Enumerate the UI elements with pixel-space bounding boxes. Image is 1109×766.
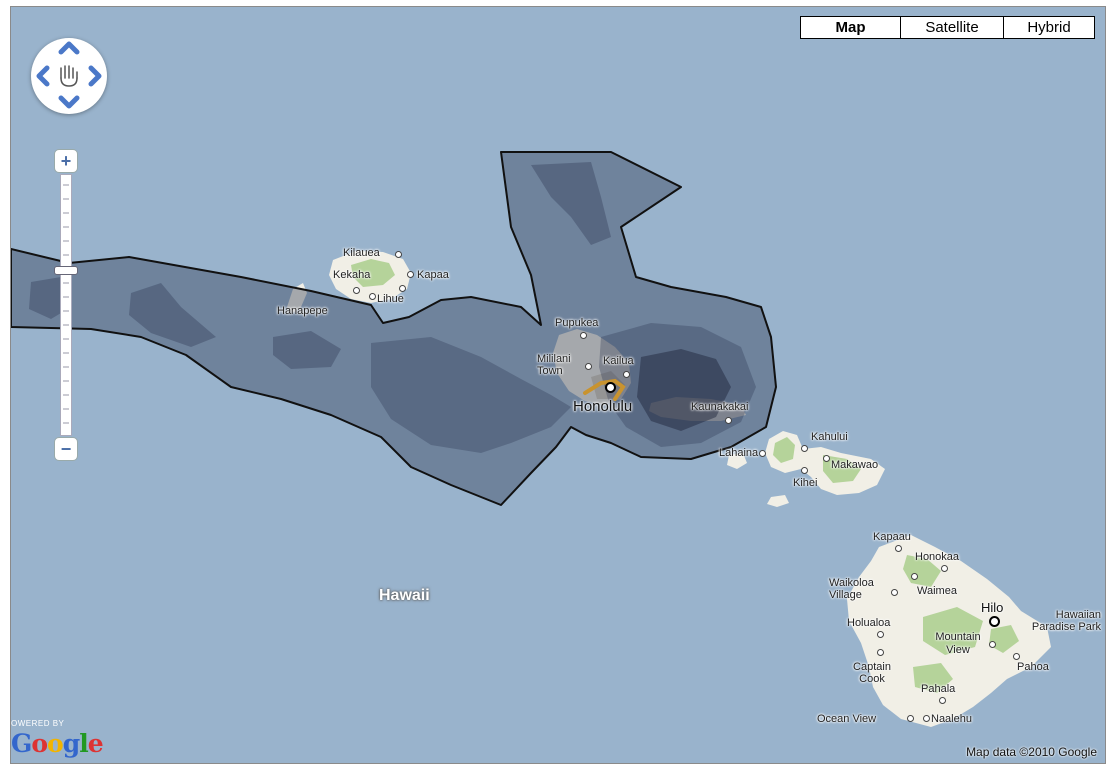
- overlay-band-6: [599, 323, 756, 447]
- overlay-band-4: [371, 337, 571, 453]
- place-label: Kilauea: [343, 247, 380, 259]
- city-marker[interactable]: [877, 631, 884, 638]
- pan-right-icon[interactable]: [88, 65, 102, 87]
- place-label: Mountain View: [935, 631, 981, 656]
- city-marker[interactable]: [407, 271, 414, 278]
- place-label: Honokaa: [915, 551, 960, 563]
- park-hawaii-south: [913, 663, 953, 693]
- city-marker[interactable]: [1013, 653, 1020, 660]
- map-type-satellite-button[interactable]: Satellite: [900, 17, 1003, 38]
- city-marker[interactable]: [801, 445, 808, 452]
- place-label: Kihei: [793, 477, 818, 489]
- map-type-hybrid-button[interactable]: Hybrid: [1003, 17, 1094, 38]
- overlay-band-3: [273, 331, 341, 369]
- city-marker[interactable]: [801, 467, 808, 474]
- pan-down-icon[interactable]: [58, 95, 80, 109]
- island-kahoolawe: [767, 495, 789, 507]
- place-label: Lahaina: [719, 447, 759, 459]
- place-label: Kailua: [603, 355, 634, 367]
- place-label: Kekaha: [333, 269, 371, 281]
- city-marker[interactable]: [399, 285, 406, 292]
- city-marker[interactable]: [395, 251, 402, 258]
- pan-control[interactable]: [31, 38, 107, 114]
- city-marker[interactable]: [941, 565, 948, 572]
- city-marker[interactable]: [891, 589, 898, 596]
- city-marker-honolulu[interactable]: [605, 382, 616, 393]
- city-marker[interactable]: [369, 293, 376, 300]
- highway-oahu: [583, 378, 626, 401]
- city-marker[interactable]: [895, 545, 902, 552]
- place-label: Ocean View: [817, 713, 877, 725]
- city-marker[interactable]: [907, 715, 914, 722]
- place-label: Kapaa: [417, 269, 449, 281]
- place-label: Holualoa: [847, 617, 891, 629]
- place-label-honolulu: Honolulu: [573, 398, 633, 415]
- zoom-out-button[interactable]: −: [54, 437, 78, 461]
- place-label-hilo: Hilo: [981, 600, 1004, 615]
- overlay-band-7: [637, 349, 731, 431]
- city-marker[interactable]: [759, 450, 766, 457]
- park-maui-west: [773, 437, 795, 463]
- city-marker[interactable]: [580, 332, 587, 339]
- park-hawaii-east: [989, 625, 1019, 653]
- place-label: Hanapepe: [277, 305, 328, 317]
- island-niihau: [287, 283, 307, 313]
- city-marker[interactable]: [725, 417, 732, 424]
- city-marker[interactable]: [623, 371, 630, 378]
- map-attribution: Map data ©2010 Google: [966, 745, 1097, 759]
- island-lanai: [727, 453, 747, 469]
- park-kauai: [351, 259, 395, 287]
- state-label: Hawaii: [379, 587, 430, 604]
- island-molokai: [649, 397, 746, 421]
- place-label: Hawaiian Paradise Park: [1031, 609, 1101, 633]
- city-marker[interactable]: [923, 715, 930, 722]
- map-type-map-button[interactable]: Map: [835, 19, 866, 36]
- map-canvas[interactable]: [11, 7, 1106, 764]
- zoom-slider-track[interactable]: [60, 174, 72, 436]
- place-label: Pahoa: [1017, 661, 1049, 673]
- place-label: Lihue: [377, 293, 404, 305]
- pan-up-icon[interactable]: [58, 41, 80, 55]
- place-label: Pupukea: [555, 317, 599, 329]
- park-hawaii-center: [923, 607, 983, 655]
- city-marker[interactable]: [911, 573, 918, 580]
- pan-left-icon[interactable]: [36, 65, 50, 87]
- map-frame[interactable]: Map Satellite Hybrid +: [10, 6, 1106, 764]
- place-label: Naalehu: [931, 713, 972, 725]
- place-label: Captain Cook: [853, 661, 891, 685]
- park-maui-east: [823, 455, 861, 483]
- place-label: Kapaau: [873, 531, 911, 543]
- place-label: Kaunakakai: [691, 401, 749, 413]
- place-label: Makawao: [831, 459, 879, 471]
- zoom-in-button[interactable]: +: [54, 149, 78, 173]
- overlay-region: [11, 151, 777, 506]
- google-logo[interactable]: Google: [11, 729, 104, 758]
- city-marker-hilo[interactable]: [989, 616, 1000, 627]
- place-label: Waimea: [917, 585, 957, 597]
- overlay-band-2: [129, 283, 216, 347]
- overlay-band-5: [531, 162, 611, 245]
- place-label: Mililani Town: [537, 353, 571, 377]
- city-marker[interactable]: [585, 363, 592, 370]
- city-marker[interactable]: [939, 697, 946, 704]
- city-marker[interactable]: [877, 649, 884, 656]
- city-marker[interactable]: [353, 287, 360, 294]
- place-label: Pahala: [921, 683, 956, 695]
- hand-drag-icon[interactable]: [60, 65, 78, 87]
- zoom-slider-handle[interactable]: [54, 265, 78, 275]
- city-marker[interactable]: [989, 641, 996, 648]
- city-marker[interactable]: [823, 455, 830, 462]
- map-type-control[interactable]: Map Satellite Hybrid: [800, 16, 1095, 39]
- powered-by-text: OWERED BY: [11, 719, 65, 728]
- place-label: Waikoloa Village: [829, 577, 874, 601]
- place-label: Kahului: [811, 431, 848, 443]
